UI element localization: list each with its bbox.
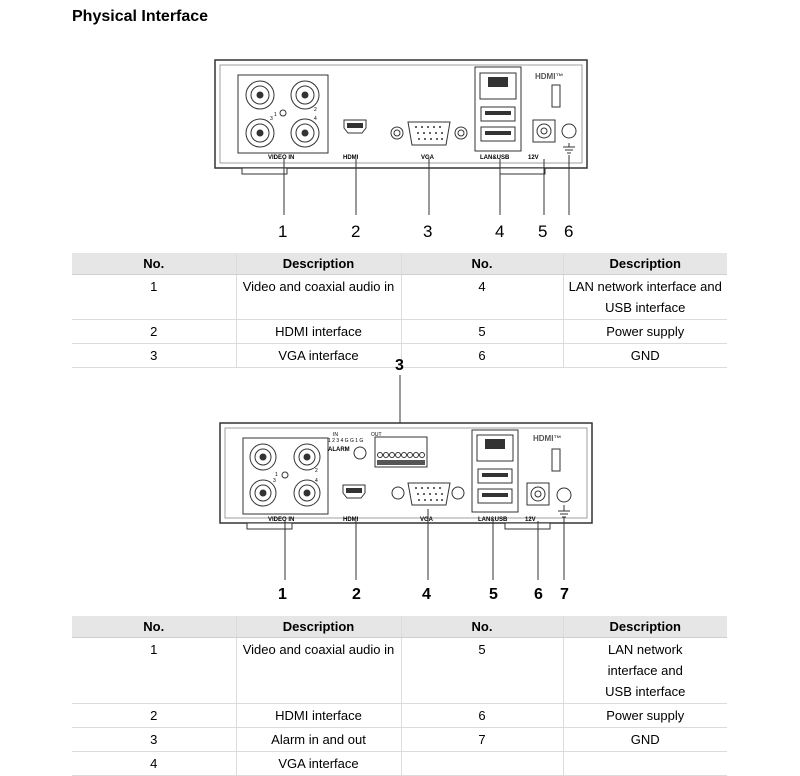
interface-table-2: No. Description No. Description 1 Video … <box>72 616 727 776</box>
power-label: 12V <box>528 155 539 161</box>
alarm-out-label: OUT <box>371 432 382 438</box>
cell-description: Power supply <box>562 319 727 344</box>
header-no: No. <box>72 253 236 275</box>
cell-no: 5 <box>400 319 563 344</box>
callout-2: 2 <box>352 586 361 603</box>
header-no: No. <box>400 253 563 275</box>
rear-panel-figure-2: 1 2 3 4 VIDEO IN IN OUT 1 2 3 4 G G 1 G … <box>219 375 593 580</box>
table-row: 2 HDMI interface 5 Power supply <box>72 319 727 344</box>
cell-no: 5 <box>400 637 563 704</box>
cell-description: GND <box>562 727 727 752</box>
power-label: 12V <box>525 517 536 523</box>
cell-no: 6 <box>400 703 563 728</box>
cell-description: Power supply <box>562 703 727 728</box>
hdmi-logo: HDMI™ <box>533 434 561 443</box>
callout-6: 6 <box>534 586 543 603</box>
callout-7: 7 <box>560 586 569 603</box>
bnc-number-2: 2 <box>314 107 317 113</box>
cell-no: 4 <box>72 751 236 776</box>
cell-description: Alarm in and out <box>235 727 401 752</box>
cell-no: 3 <box>72 343 236 368</box>
callout-3-alarm: 3 <box>395 357 404 374</box>
callout-1: 1 <box>278 222 288 241</box>
cell-description: LAN network interface and USB interface <box>562 274 727 320</box>
table-row: 4 VGA interface <box>72 751 727 776</box>
bnc-number-3: 3 <box>270 116 273 122</box>
alarm-pin-labels: 1 2 3 4 G G 1 G <box>328 438 363 444</box>
bnc-number-3: 3 <box>273 478 276 484</box>
table-row: 3 Alarm in and out 7 GND <box>72 727 727 752</box>
cell-no: 2 <box>72 319 236 344</box>
callout-5: 5 <box>489 586 498 603</box>
header-description: Description <box>235 616 401 638</box>
cell-description: VGA interface <box>235 343 401 368</box>
hdmi-label: HDMI <box>343 155 359 161</box>
header-description: Description <box>562 253 727 275</box>
table-row: 1 Video and coaxial audio in 5 LAN netwo… <box>72 637 727 704</box>
hdmi-label: HDMI <box>343 517 359 523</box>
header-description: Description <box>235 253 401 275</box>
cell-description: GND <box>562 343 727 368</box>
header-description: Description <box>562 616 727 638</box>
cell-no: 7 <box>400 727 563 752</box>
callout-5: 5 <box>538 222 548 241</box>
callout-6: 6 <box>564 222 574 241</box>
cell-no: 1 <box>72 274 236 320</box>
cell-no <box>400 751 563 776</box>
cell-no: 2 <box>72 703 236 728</box>
vga-label: VGA <box>421 155 435 161</box>
cell-description <box>562 751 727 776</box>
callout-4: 4 <box>495 222 505 241</box>
table-row: 1 Video and coaxial audio in 4 LAN netwo… <box>72 274 727 320</box>
cell-description: HDMI interface <box>235 703 401 728</box>
cell-description: Video and coaxial audio in <box>235 274 401 320</box>
lan-usb-label: LAN&USB <box>480 155 510 161</box>
hdmi-logo: HDMI™ <box>535 72 563 81</box>
alarm-label: ALARM <box>328 447 350 453</box>
section-title: Physical Interface <box>72 8 209 25</box>
bnc-number-4: 4 <box>314 116 317 122</box>
table-row: 3 VGA interface 6 GND <box>72 343 727 368</box>
cell-description: LAN network interface and USB interface <box>562 637 727 704</box>
header-no: No. <box>400 616 563 638</box>
alarm-in-label: IN <box>333 432 338 438</box>
cell-description: VGA interface <box>235 751 401 776</box>
cell-no: 3 <box>72 727 236 752</box>
vga-label: VGA <box>420 517 434 523</box>
cell-no: 4 <box>400 274 563 320</box>
cell-description: HDMI interface <box>235 319 401 344</box>
callout-4: 4 <box>422 586 431 603</box>
callout-1: 1 <box>278 586 287 603</box>
bnc-number-2: 2 <box>315 468 318 474</box>
bnc-number-4: 4 <box>315 478 318 484</box>
bnc-number-1: 1 <box>274 112 277 118</box>
table-row: 2 HDMI interface 6 Power supply <box>72 703 727 728</box>
lan-usb-label: LAN&USB <box>478 517 508 523</box>
header-no: No. <box>72 616 236 638</box>
cell-description: Video and coaxial audio in <box>235 637 401 704</box>
video-in-label: VIDEO IN <box>268 155 294 161</box>
cell-no: 1 <box>72 637 236 704</box>
cell-no: 6 <box>400 343 563 368</box>
bnc-number-1: 1 <box>275 472 278 478</box>
rear-panel-figure-1: 1 2 3 4 VIDEO IN HDMI VGA LAN&USB HDMI™ … <box>214 59 588 215</box>
callout-2: 2 <box>351 222 361 241</box>
callout-3: 3 <box>423 222 433 241</box>
interface-table-1: No. Description No. Description 1 Video … <box>72 253 727 368</box>
video-in-label: VIDEO IN <box>268 517 294 523</box>
